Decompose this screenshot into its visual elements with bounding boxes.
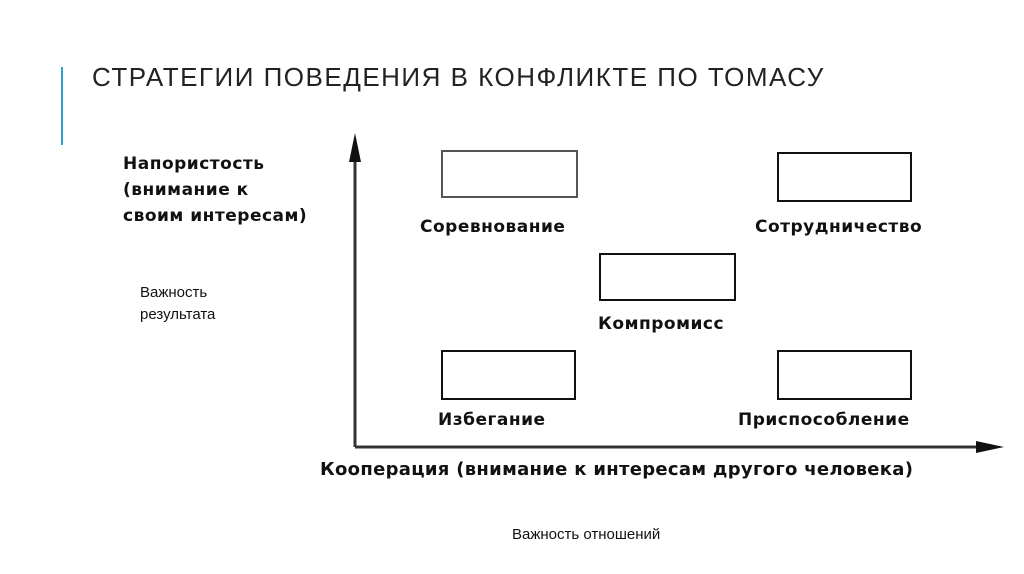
relations-importance-note: Важность отношений [512,526,661,543]
x-axis-arrow [976,441,1004,453]
slide-title: СТРАТЕГИИ ПОВЕДЕНИЯ В КОНФЛИКТЕ ПО ТОМАС… [92,62,825,92]
y-axis-arrow [349,133,361,162]
y-axis-label-line: Напористость [123,154,265,174]
strategy-box-compromise [599,253,736,301]
y-axis-label-line: своим интересам) [123,206,308,226]
strategy-label-avoidance: Избегание [438,410,546,430]
x-axis-label: Кооперация (внимание к интересам другого… [320,459,914,480]
strategy-label-compromise: Компромисс [598,314,725,334]
strategy-box-accommodation [777,350,912,400]
result-importance-note: Важность [140,284,208,301]
strategy-box-avoidance [441,350,576,400]
y-axis-label: Напористость (внимание к своим интересам… [123,151,307,229]
strategy-box-competition [441,150,578,198]
result-importance-note: результата [140,306,216,323]
strategy-label-collaboration: Сотрудничество [755,217,923,237]
accent-bar [61,67,63,145]
y-axis-label-line: (внимание к [123,180,249,200]
strategy-label-competition: Соревнование [420,217,566,237]
strategy-box-collaboration [777,152,912,202]
strategy-label-accommodation: Приспособление [738,410,910,430]
